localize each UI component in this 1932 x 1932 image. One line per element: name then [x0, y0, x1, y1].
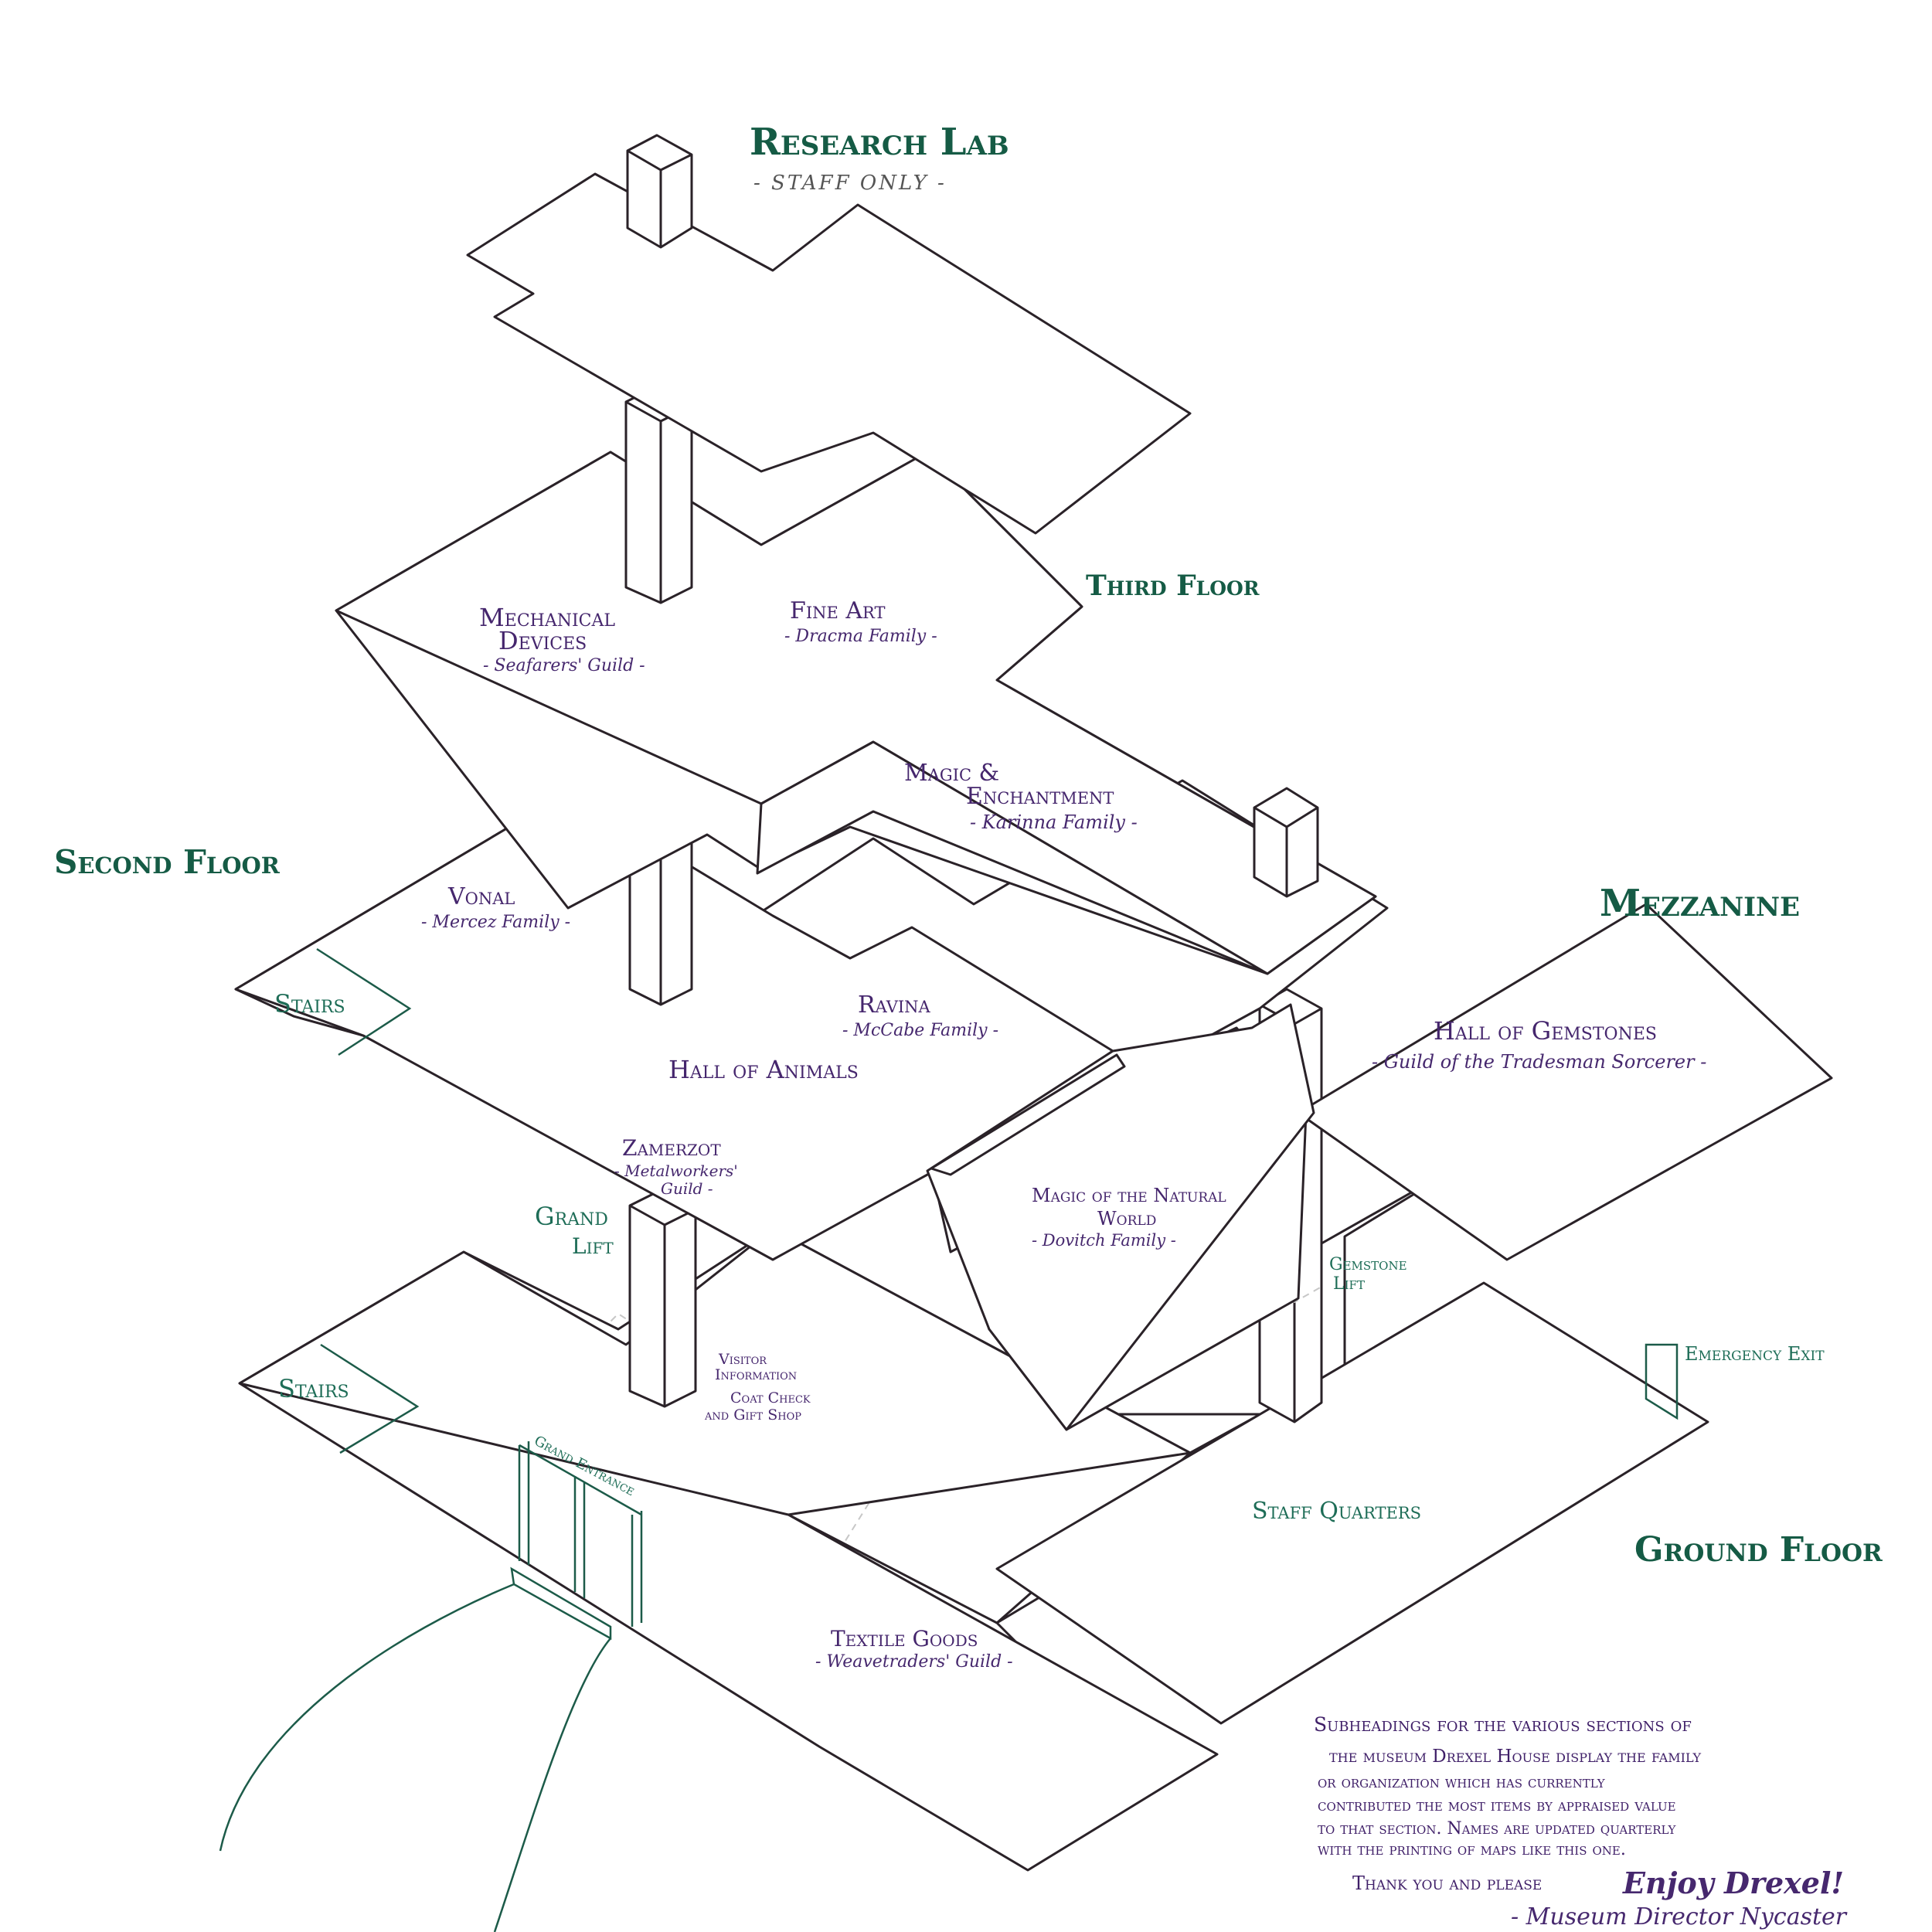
gemstone-lift-label-2: Lift [1333, 1274, 1365, 1294]
grand-entrance-door[interactable] [219, 1441, 643, 1932]
second-stairs-box [316, 947, 412, 1056]
gemstone-lift-top[interactable] [1253, 787, 1319, 898]
third-floor [335, 451, 1377, 975]
note-line-5: to that section. Names are updated quart… [1318, 1819, 1677, 1838]
note-line-1: Subheadings for the various sections of [1314, 1713, 1692, 1736]
director-note: Subheadings for the various sections of … [1314, 1713, 1848, 1930]
ground-floor-entrance-wing [238, 1382, 1219, 1872]
note-line-2: the museum Drexel House display the fami… [1329, 1747, 1702, 1767]
grand-lift-column-lower[interactable] [628, 1189, 697, 1408]
gemstones-patron: - Guild of the Tradesman Sorcerer - [1372, 1051, 1706, 1073]
stairs-lower-label[interactable]: Stairs [278, 1374, 349, 1403]
emergency-exit-label[interactable]: Emergency Exit [1685, 1343, 1825, 1365]
research-lab-tower[interactable] [626, 134, 693, 249]
second-floor-shelf [930, 1053, 1126, 1176]
mechanical-line2: Devices [498, 626, 587, 655]
room-vonal[interactable]: Vonal - Mercez Family - [421, 883, 570, 932]
note-line-6: with the printing of maps like this one. [1318, 1840, 1626, 1859]
ravina-patron: - McCabe Family - [842, 1021, 998, 1040]
note-line-4: contributed the most items by appraised … [1318, 1796, 1676, 1815]
ground-floor [219, 1150, 1709, 1932]
second-floor-title: Second Floor [54, 843, 281, 881]
grand-lift-label-2: Lift [572, 1233, 614, 1259]
room-ravina[interactable]: Ravina - McCabe Family - [842, 992, 998, 1040]
gemstones-name: Hall of Gemstones [1434, 1016, 1657, 1046]
natural-line1: Magic of the Natural [1032, 1185, 1226, 1206]
grand-lift-label-1: Grand [535, 1202, 608, 1231]
mechanical-patron: - Seafarers' Guild - [483, 656, 645, 675]
visitor-line1: Visitor [718, 1351, 767, 1368]
textile-name: Textile Goods [831, 1626, 978, 1651]
research-lab-plate [466, 172, 1192, 535]
mezzanine-title: Mezzanine [1600, 882, 1800, 925]
room-magic-natural-world[interactable]: Magic of the Natural World - Dovitch Fam… [1032, 1185, 1226, 1250]
visitor-line4: and Gift Shop [704, 1406, 801, 1423]
note-enjoy: Enjoy Drexel! [1622, 1866, 1844, 1900]
visitor-line3: Coat Check [730, 1389, 811, 1406]
ground-floor-textile-wing [238, 1227, 1192, 1648]
vonal-name: Vonal [447, 883, 515, 910]
entrance-path [219, 1583, 611, 1932]
mezzanine-plate [1297, 903, 1833, 1261]
note-signature: - Museum Director Nycaster [1511, 1903, 1848, 1930]
gemstone-lift-label-1: Gemstone [1329, 1255, 1407, 1274]
visitor-line2: Information [715, 1366, 797, 1383]
room-textile-goods[interactable]: Textile Goods - Weavetraders' Guild - [815, 1626, 1013, 1672]
room-zamerzot[interactable]: Zamerzot - Metalworkers' Guild - [614, 1135, 738, 1198]
vonal-patron: - Mercez Family - [421, 913, 570, 932]
room-magic-enchantment[interactable]: Magic & Enchantment - Karinna Family - [904, 760, 1138, 833]
research-lab [466, 134, 1192, 535]
room-mechanical-devices[interactable]: Mechanical Devices - Seafarers' Guild - [479, 603, 645, 675]
room-hall-of-gemstones[interactable]: Hall of Gemstones - Guild of the Tradesm… [1372, 1016, 1706, 1073]
magic-line2: Enchantment [966, 783, 1114, 810]
ground-floor-title: Ground Floor [1634, 1530, 1883, 1570]
staff-quarters-label[interactable]: Staff Quarters [1252, 1498, 1421, 1525]
zamerzot-patron2: Guild - [661, 1179, 713, 1198]
zamerzot-name: Zamerzot [622, 1135, 721, 1161]
research-lab-subtitle: - STAFF ONLY - [753, 172, 947, 195]
note-thanks: Thank you and please [1352, 1872, 1542, 1894]
ground-stairs-box [320, 1343, 420, 1454]
zamerzot-patron1: - Metalworkers' [614, 1162, 738, 1180]
room-fine-art[interactable]: Fine Art - Dracma Family - [784, 597, 937, 646]
magic-line1: Magic & [904, 760, 999, 787]
third-floor-magic-wing [756, 740, 1269, 975]
third-floor-title: Third Floor [1086, 570, 1260, 602]
stairs-upper-label[interactable]: Stairs [274, 989, 345, 1019]
ravina-name: Ravina [858, 992, 931, 1019]
research-lab-title: Research Lab [750, 121, 1009, 164]
textile-patron: - Weavetraders' Guild - [815, 1652, 1013, 1672]
room-visitor-information[interactable]: Visitor Information Coat Check and Gift … [704, 1351, 811, 1423]
fine-art-name: Fine Art [790, 597, 885, 624]
note-line-3: or organization which has currently [1318, 1773, 1606, 1792]
hall-of-animals-name[interactable]: Hall of Animals [668, 1055, 859, 1084]
magic-patron: - Karinna Family - [970, 811, 1138, 833]
natural-patron: - Dovitch Family - [1032, 1231, 1176, 1250]
emergency-exit-door [1645, 1343, 1679, 1420]
natural-line2: World [1097, 1208, 1156, 1230]
mechanical-line1: Mechanical [479, 603, 615, 632]
fine-art-patron: - Dracma Family - [784, 627, 937, 646]
